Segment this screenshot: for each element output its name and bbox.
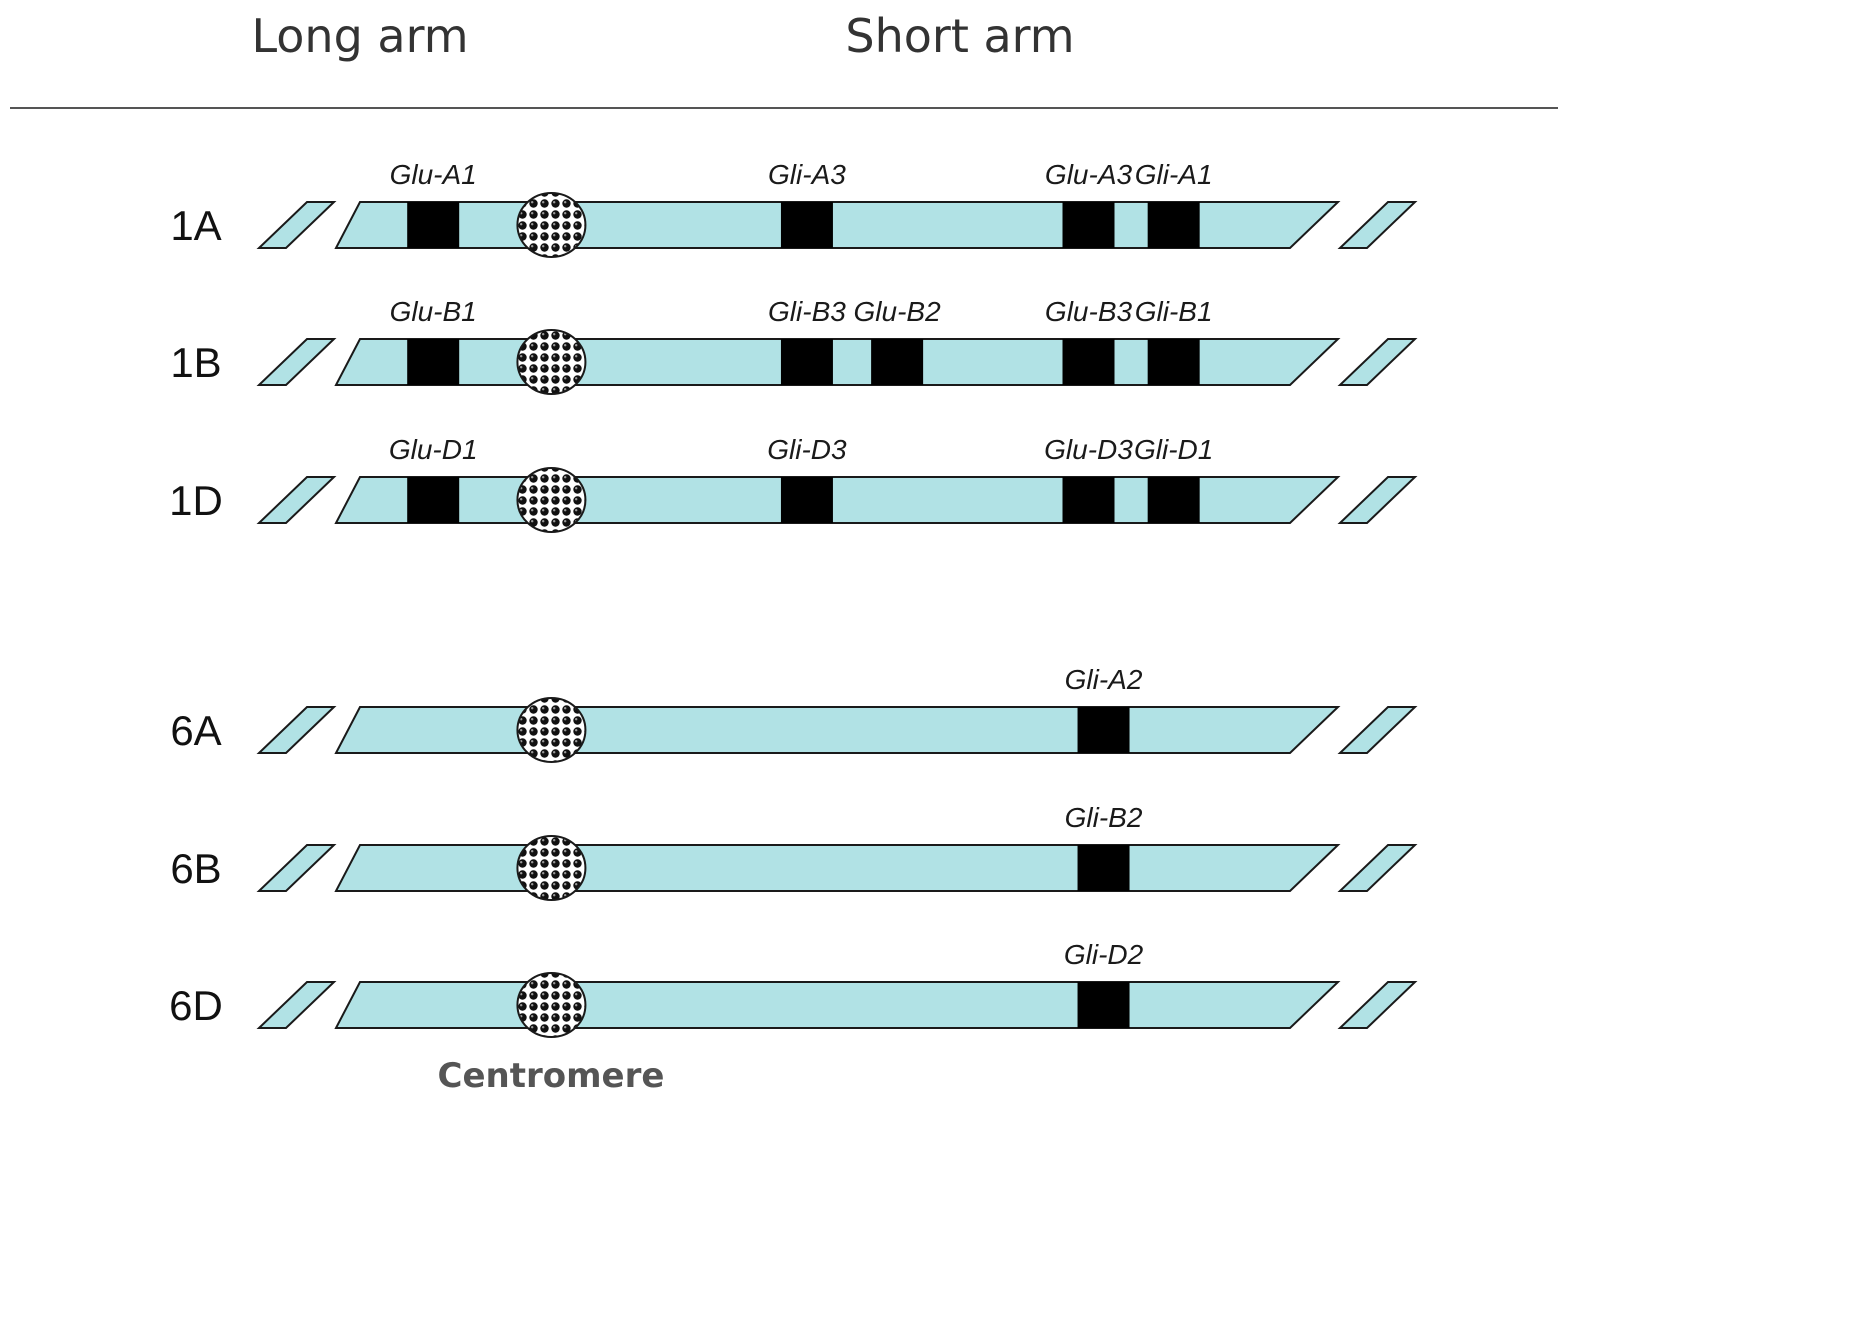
gene-band bbox=[1147, 477, 1200, 523]
gene-band bbox=[1062, 202, 1115, 248]
long-arm-header: Long arm bbox=[251, 9, 468, 63]
right-fragment bbox=[1337, 844, 1418, 892]
right-fragment bbox=[1337, 981, 1418, 1029]
centromere bbox=[516, 972, 587, 1038]
gene-band bbox=[1147, 339, 1200, 385]
gene-label: Glu-A1 bbox=[390, 159, 477, 190]
gene-band bbox=[1062, 339, 1115, 385]
chromosome-bar bbox=[334, 981, 1341, 1029]
centromere bbox=[516, 467, 587, 533]
gene-label: Glu-A3 bbox=[1045, 159, 1133, 190]
gene-band bbox=[407, 339, 460, 385]
left-fragment bbox=[256, 476, 337, 524]
chromosome-label: 1B bbox=[170, 339, 221, 386]
chromosome-6b: 6B Gli-B2 bbox=[170, 802, 1418, 901]
gene-band bbox=[1062, 477, 1115, 523]
gene-band bbox=[780, 477, 833, 523]
gene-label: Glu-B2 bbox=[854, 296, 942, 327]
gene-band bbox=[1147, 202, 1200, 248]
centromere bbox=[516, 835, 587, 901]
gene-label: Gli-A3 bbox=[768, 159, 846, 190]
right-fragment bbox=[1337, 706, 1418, 754]
short-arm-header: Short arm bbox=[845, 9, 1074, 63]
left-fragment bbox=[256, 338, 337, 386]
chromosome-label: 1A bbox=[170, 202, 221, 249]
centromere bbox=[516, 329, 587, 395]
left-fragment bbox=[256, 844, 337, 892]
chromosome-bar bbox=[334, 844, 1341, 892]
gene-band bbox=[1077, 982, 1130, 1028]
gene-label: Gli-B1 bbox=[1135, 296, 1213, 327]
gene-label: Glu-B1 bbox=[390, 296, 477, 327]
right-fragment bbox=[1337, 476, 1418, 524]
chromosome-label: 6D bbox=[169, 982, 223, 1029]
gene-label: Gli-A1 bbox=[1135, 159, 1213, 190]
gene-band bbox=[780, 202, 833, 248]
gene-label: Glu-D3 bbox=[1044, 434, 1133, 465]
chromosome-6a: 6A Gli-A2 bbox=[170, 664, 1418, 763]
left-fragment bbox=[256, 981, 337, 1029]
gene-label: Glu-D1 bbox=[389, 434, 478, 465]
gene-label: Gli-B3 bbox=[768, 296, 846, 327]
gene-label: Glu-B3 bbox=[1045, 296, 1133, 327]
left-fragment bbox=[256, 201, 337, 249]
chromosome-label: 1D bbox=[169, 477, 223, 524]
gene-label: Gli-B2 bbox=[1065, 802, 1143, 833]
chromosome-label: 6A bbox=[170, 707, 221, 754]
gene-label: Gli-D2 bbox=[1064, 939, 1144, 970]
right-fragment bbox=[1337, 338, 1418, 386]
chromosome-6d: 6D Gli-D2 bbox=[169, 939, 1418, 1038]
gene-band bbox=[871, 339, 924, 385]
gene-band bbox=[1077, 845, 1130, 891]
chromosome-label: 6B bbox=[170, 845, 221, 892]
gene-label: Gli-D1 bbox=[1134, 434, 1213, 465]
left-fragment bbox=[256, 706, 337, 754]
gene-band bbox=[780, 339, 833, 385]
centromere bbox=[516, 192, 587, 258]
gene-band bbox=[407, 202, 460, 248]
centromere bbox=[516, 697, 587, 763]
right-fragment bbox=[1337, 201, 1418, 249]
chromosome-bar bbox=[334, 706, 1341, 754]
gene-band bbox=[407, 477, 460, 523]
gene-band bbox=[1077, 707, 1130, 753]
gene-label: Gli-D3 bbox=[767, 434, 847, 465]
gene-label: Gli-A2 bbox=[1065, 664, 1143, 695]
centromere-caption: Centromere bbox=[438, 1056, 665, 1096]
